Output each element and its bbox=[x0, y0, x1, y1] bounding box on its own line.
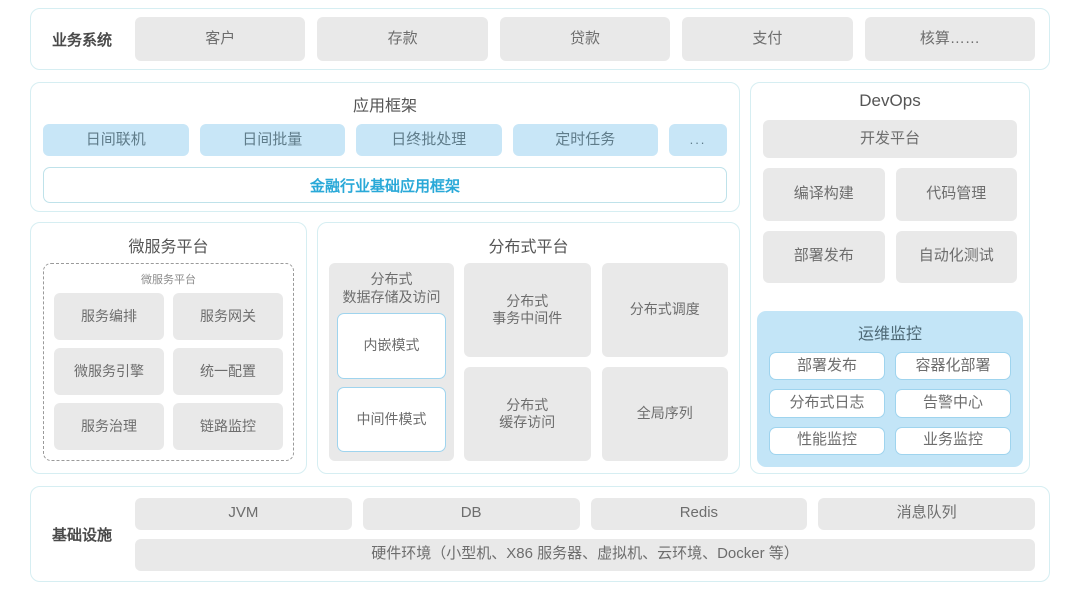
devops-section: DevOps 开发平台 编译构建 代码管理 部署发布 自动化测试 bbox=[751, 83, 1029, 295]
devops-title: DevOps bbox=[859, 91, 921, 110]
ops-monitoring-title: 运维监控 bbox=[857, 326, 922, 343]
business-system-item-2[interactable]: 贷款 bbox=[499, 17, 671, 61]
devops-item-3[interactable]: 自动化测试 bbox=[895, 230, 1017, 283]
distributed-platform-body: 分布式 数据存储及访问 内嵌模式 中间件模式 分布式事务中间件 分布式调度 bbox=[329, 263, 728, 461]
infrastructure-label: 基础设施 bbox=[51, 526, 112, 544]
infrastructure-chip-row: JVM DB Redis 消息队列 bbox=[135, 497, 1035, 530]
distributed-item-2[interactable]: 分布式缓存访问 bbox=[464, 367, 591, 461]
devops-grid: 编译构建 代码管理 部署发布 自动化测试 bbox=[763, 168, 1017, 283]
ops-item-1[interactable]: 容器化部署 bbox=[895, 352, 1011, 381]
platform-column: 应用框架 日间联机 日间批量 日终批处理 定时任务 ... 金融行业基础应用框架… bbox=[30, 82, 740, 474]
distributed-storage-mode-0[interactable]: 内嵌模式 bbox=[337, 313, 446, 379]
infrastructure-item-2[interactable]: Redis bbox=[590, 497, 808, 530]
infrastructure-item-0[interactable]: JVM bbox=[135, 497, 352, 530]
microservice-item-0[interactable]: 服务编排 bbox=[54, 293, 164, 340]
microservice-platform-title: 微服务平台 bbox=[128, 239, 209, 256]
infrastructure-panel: 基础设施 JVM DB Redis 消息队列 硬件环境（小型机、X86 服务器、… bbox=[30, 486, 1050, 582]
distributed-item-0-line2: 事务中间件 bbox=[492, 310, 563, 326]
platform-row: 微服务平台 微服务平台 服务编排 服务网关 微服务引擎 统一配置 服务治理 链路… bbox=[30, 222, 740, 474]
distributed-item-1-line1: 分布式调度 bbox=[629, 301, 700, 318]
distributed-storage-mode-1[interactable]: 中间件模式 bbox=[337, 386, 446, 452]
ops-monitoring-grid: 部署发布 容器化部署 分布式日志 告警中心 性能监控 业务监控 bbox=[769, 352, 1011, 455]
base-framework-box[interactable]: 金融行业基础应用框架 bbox=[43, 167, 727, 203]
devops-platform-box[interactable]: 开发平台 bbox=[763, 120, 1017, 158]
app-framework-more-icon[interactable]: ... bbox=[669, 124, 727, 156]
hardware-row: 硬件环境（小型机、X86 服务器、虚拟机、云环境、Docker 等） bbox=[135, 538, 1035, 571]
business-system-label: 业务系统 bbox=[51, 31, 112, 49]
ops-monitoring-wrap: 运维监控 部署发布 容器化部署 分布式日志 告警中心 性能监控 业务监控 bbox=[751, 305, 1029, 473]
ops-item-0[interactable]: 部署发布 bbox=[769, 352, 885, 381]
distributed-storage-box[interactable]: 分布式 数据存储及访问 内嵌模式 中间件模式 bbox=[329, 263, 454, 461]
devops-item-1[interactable]: 代码管理 bbox=[895, 168, 1017, 221]
ops-monitoring-panel: 运维监控 部署发布 容器化部署 分布式日志 告警中心 性能监控 业务监控 bbox=[757, 311, 1023, 467]
devops-panel: DevOps 开发平台 编译构建 代码管理 部署发布 自动化测试 运维监控 部署… bbox=[750, 82, 1030, 474]
middle-area: 应用框架 日间联机 日间批量 日终批处理 定时任务 ... 金融行业基础应用框架… bbox=[30, 82, 1050, 474]
microservice-item-3[interactable]: 统一配置 bbox=[173, 348, 283, 395]
distributed-storage-title: 分布式 数据存储及访问 bbox=[337, 271, 446, 313]
hardware-environment-box[interactable]: 硬件环境（小型机、X86 服务器、虚拟机、云环境、Docker 等） bbox=[135, 538, 1035, 571]
microservice-item-2[interactable]: 微服务引擎 bbox=[54, 348, 164, 395]
distributed-storage-title-line1: 分布式 bbox=[370, 271, 413, 287]
microservice-item-1[interactable]: 服务网关 bbox=[173, 293, 283, 340]
ops-item-3[interactable]: 告警中心 bbox=[895, 389, 1011, 418]
app-framework-item-1[interactable]: 日间批量 bbox=[199, 124, 345, 156]
business-system-panel: 业务系统 客户 存款 贷款 支付 核算…… bbox=[30, 8, 1050, 70]
business-system-item-3[interactable]: 支付 bbox=[682, 17, 853, 61]
devops-item-2[interactable]: 部署发布 bbox=[763, 230, 885, 283]
business-system-item-1[interactable]: 存款 bbox=[317, 17, 488, 61]
infrastructure-content: JVM DB Redis 消息队列 硬件环境（小型机、X86 服务器、虚拟机、云… bbox=[135, 497, 1035, 571]
ops-item-4[interactable]: 性能监控 bbox=[769, 426, 885, 455]
microservice-grid: 服务编排 服务网关 微服务引擎 统一配置 服务治理 链路监控 bbox=[54, 293, 283, 450]
distributed-item-1[interactable]: 分布式调度 bbox=[601, 263, 728, 357]
ops-item-5[interactable]: 业务监控 bbox=[895, 426, 1011, 455]
infrastructure-item-1[interactable]: DB bbox=[362, 497, 580, 530]
microservice-item-5[interactable]: 链路监控 bbox=[173, 403, 283, 450]
ops-item-2[interactable]: 分布式日志 bbox=[769, 389, 885, 418]
app-framework-title: 应用框架 bbox=[352, 98, 417, 115]
distributed-storage-title-line2: 数据存储及访问 bbox=[342, 288, 441, 305]
app-framework-item-0[interactable]: 日间联机 bbox=[43, 124, 189, 156]
app-framework-item-3[interactable]: 定时任务 bbox=[512, 124, 658, 156]
distributed-item-0[interactable]: 分布式事务中间件 bbox=[464, 263, 591, 357]
app-framework-panel: 应用框架 日间联机 日间批量 日终批处理 定时任务 ... 金融行业基础应用框架 bbox=[30, 82, 740, 212]
devops-item-0[interactable]: 编译构建 bbox=[763, 168, 885, 221]
infrastructure-item-3[interactable]: 消息队列 bbox=[818, 497, 1035, 530]
microservice-platform-panel: 微服务平台 微服务平台 服务编排 服务网关 微服务引擎 统一配置 服务治理 链路… bbox=[30, 222, 307, 474]
business-system-item-0[interactable]: 客户 bbox=[135, 17, 306, 61]
distributed-platform-panel: 分布式平台 分布式 数据存储及访问 内嵌模式 中间件模式 bbox=[317, 222, 740, 474]
distributed-items-grid: 分布式事务中间件 分布式调度 分布式缓存访问 全局序列 bbox=[464, 263, 728, 461]
app-framework-item-2[interactable]: 日终批处理 bbox=[356, 124, 502, 156]
distributed-item-0-line1: 分布式 bbox=[506, 292, 549, 309]
business-system-item-4[interactable]: 核算…… bbox=[864, 17, 1036, 61]
microservice-dashed-box: 微服务平台 服务编排 服务网关 微服务引擎 统一配置 服务治理 链路监控 bbox=[43, 263, 294, 461]
microservice-item-4[interactable]: 服务治理 bbox=[54, 403, 164, 450]
distributed-item-2-line1: 分布式 bbox=[506, 396, 549, 413]
distributed-platform-title: 分布式平台 bbox=[488, 239, 569, 256]
distributed-item-3-line1: 全局序列 bbox=[636, 405, 693, 422]
app-framework-chip-row: 日间联机 日间批量 日终批处理 定时任务 ... bbox=[43, 124, 727, 156]
distributed-item-3[interactable]: 全局序列 bbox=[601, 367, 728, 461]
microservice-sub-title: 微服务平台 bbox=[141, 274, 196, 286]
distributed-item-2-line2: 缓存访问 bbox=[499, 414, 556, 430]
